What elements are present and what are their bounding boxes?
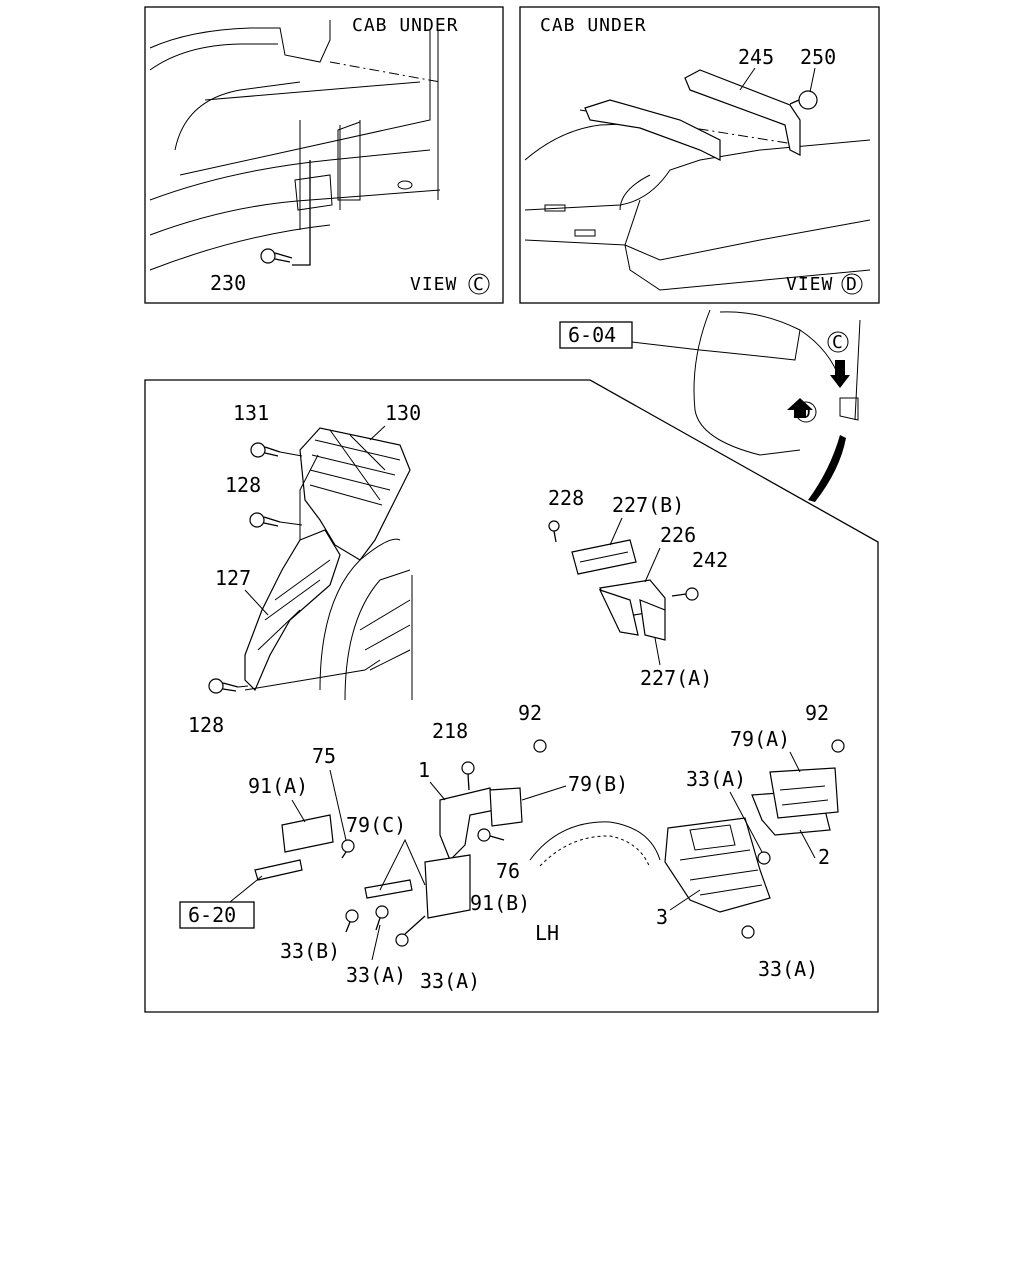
- index-c-marker: [827, 331, 849, 353]
- callout-242: 242: [692, 548, 728, 572]
- nut-92-icon: [533, 739, 547, 753]
- view-c-frame: [144, 6, 504, 304]
- index-c-letter: C: [832, 332, 844, 353]
- bolt-33a-right-upper-icon: [757, 851, 771, 865]
- tire-outline: [529, 821, 661, 869]
- view-d-label: VIEW: [786, 274, 833, 295]
- callout-91b: 91(B): [470, 891, 530, 915]
- view-d-frame: [519, 6, 880, 304]
- ref-box-6-04: [559, 321, 633, 349]
- view-c-arrow-icon: [787, 398, 813, 418]
- index-d-letter: D: [800, 402, 812, 423]
- callout-245: 245: [738, 45, 774, 69]
- callout-131: 131: [233, 401, 269, 425]
- view-c-letter: C: [473, 274, 485, 295]
- callout-127: 127: [215, 566, 251, 590]
- view-c-header: CAB UNDER: [352, 15, 459, 36]
- callout-226: 226: [660, 523, 696, 547]
- bracket-group-91a: [254, 814, 355, 881]
- callout-33a-2: 33(A): [420, 969, 480, 993]
- side-label-lh: LH: [535, 921, 559, 945]
- bolt-131-icon: [250, 442, 303, 458]
- index-d-marker: [795, 401, 817, 423]
- view-c-panel: CAB UNDER 230 VIEW C: [144, 6, 504, 304]
- callout-33b: 33(B): [280, 939, 340, 963]
- callout-128-top: 128: [225, 473, 261, 497]
- bolt-228-icon: [548, 520, 560, 543]
- callout-218: 218: [432, 719, 468, 743]
- bolt-230-icon: [260, 248, 293, 264]
- callout-33a-4: 33(A): [758, 957, 818, 981]
- cab-index-area: 6-04 C D: [559, 309, 861, 502]
- bolt-218-icon: [461, 761, 475, 791]
- view-d-header: CAB UNDER: [540, 15, 647, 36]
- bolt-33a-left-icon: [375, 905, 389, 931]
- callout-75: 75: [312, 744, 336, 768]
- view-d-cab-drawing: [524, 69, 871, 291]
- callout-79b: 79(B): [568, 772, 628, 796]
- callout-79c: 79(C): [346, 813, 406, 837]
- callout-79a: 79(A): [730, 727, 790, 751]
- mudguard-assembly: [244, 427, 413, 701]
- ref-6-04-text: 6-04: [568, 323, 616, 347]
- view-c-cab-drawing: [149, 20, 441, 271]
- ref-6-20-text: 6-20: [188, 903, 236, 927]
- bolt-33a-mid-icon: [395, 915, 426, 947]
- callout-230: 230: [210, 271, 246, 295]
- view-d-letter: D: [846, 274, 858, 295]
- callout-128-bottom: 128: [188, 713, 224, 737]
- callout-33a-1: 33(A): [346, 963, 406, 987]
- callout-2: 2: [818, 845, 830, 869]
- callout-228: 228: [548, 486, 584, 510]
- bolt-75-icon: [341, 839, 355, 859]
- callout-91a: 91(A): [248, 774, 308, 798]
- view-d-arrow-icon: [830, 360, 850, 388]
- callout-92-a: 92: [518, 701, 542, 725]
- bolt-33b-icon: [345, 909, 359, 933]
- callout-250: 250: [800, 45, 836, 69]
- bolt-242-icon: [671, 587, 699, 601]
- view-c-marker: [468, 273, 490, 295]
- bolt-76-icon: [477, 828, 505, 842]
- main-panel: 131 130 128 127 128 228 227(B) 226: [144, 379, 879, 1013]
- bracket-group-1: [364, 739, 547, 919]
- step-assembly: [664, 739, 845, 939]
- view-c-label: VIEW: [410, 274, 457, 295]
- bolt-33a-right-lower-icon: [741, 925, 755, 939]
- ref-box-6-20: [179, 901, 255, 929]
- clip-250-icon: [789, 90, 818, 110]
- callout-33a-3: 33(A): [686, 767, 746, 791]
- main-frame: [144, 379, 879, 1013]
- callout-130: 130: [385, 401, 421, 425]
- callout-92-b: 92: [805, 701, 829, 725]
- nut-92-right-icon: [831, 739, 845, 753]
- callout-1: 1: [418, 758, 430, 782]
- callout-3: 3: [656, 905, 668, 929]
- bolt-128-top-icon: [249, 512, 303, 528]
- bolt-128-bottom-icon: [208, 678, 249, 694]
- pointer-arrow-icon: [808, 435, 846, 502]
- view-d-panel: CAB UNDER 245 250 VIEW D: [519, 6, 880, 304]
- callout-76: 76: [496, 859, 520, 883]
- callout-227a: 227(A): [640, 666, 712, 690]
- callout-227b: 227(B): [612, 493, 684, 517]
- view-d-marker: [841, 273, 863, 295]
- bracket-group-226: [548, 520, 699, 641]
